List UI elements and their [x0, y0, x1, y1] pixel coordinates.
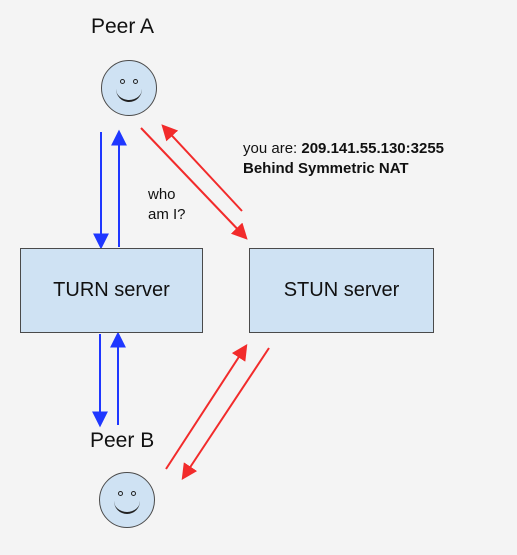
peer-a-left-eye: [120, 79, 125, 84]
peer-a-smiley-face-icon: [101, 60, 157, 116]
peer-a-label: Peer A: [91, 15, 155, 38]
peer-a-smile: [116, 89, 142, 102]
stun-response-label: you are: 209.141.55.130:3255 Behind Symm…: [243, 139, 513, 179]
turn-server-label: TURN server: [53, 279, 170, 301]
stun-response-prefix: you are:: [243, 140, 298, 157]
stun-response-line-1: you are: 209.141.55.130:3255: [243, 139, 513, 159]
question-line-2: am I?: [148, 206, 186, 223]
who-am-i-label: who am I?: [148, 185, 208, 225]
peer-b-right-eye: [131, 491, 136, 496]
peer-b-label: Peer B: [90, 429, 155, 452]
peer-a-right-eye: [133, 79, 138, 84]
red-arrow-peer-b-to-stun: [165, 343, 248, 470]
red-arrow-stun-to-peer-a: [161, 124, 243, 212]
stun-response-nat: Behind Symmetric NAT: [243, 160, 409, 177]
stun-server-label: STUN server: [283, 279, 400, 301]
red-arrow-peer-a-to-stun: [140, 127, 248, 240]
stun-server-box: STUN server: [249, 248, 434, 333]
peer-b-left-eye: [118, 491, 123, 496]
peer-b-smiley-face-icon: [99, 472, 155, 528]
stun-response-address: 209.141.55.130:3255: [301, 140, 445, 157]
red-arrow-stun-to-peer-b: [181, 347, 270, 481]
turn-server-box: TURN server: [20, 248, 203, 333]
peer-b-smile: [114, 501, 140, 514]
question-line-1: who: [148, 186, 176, 203]
